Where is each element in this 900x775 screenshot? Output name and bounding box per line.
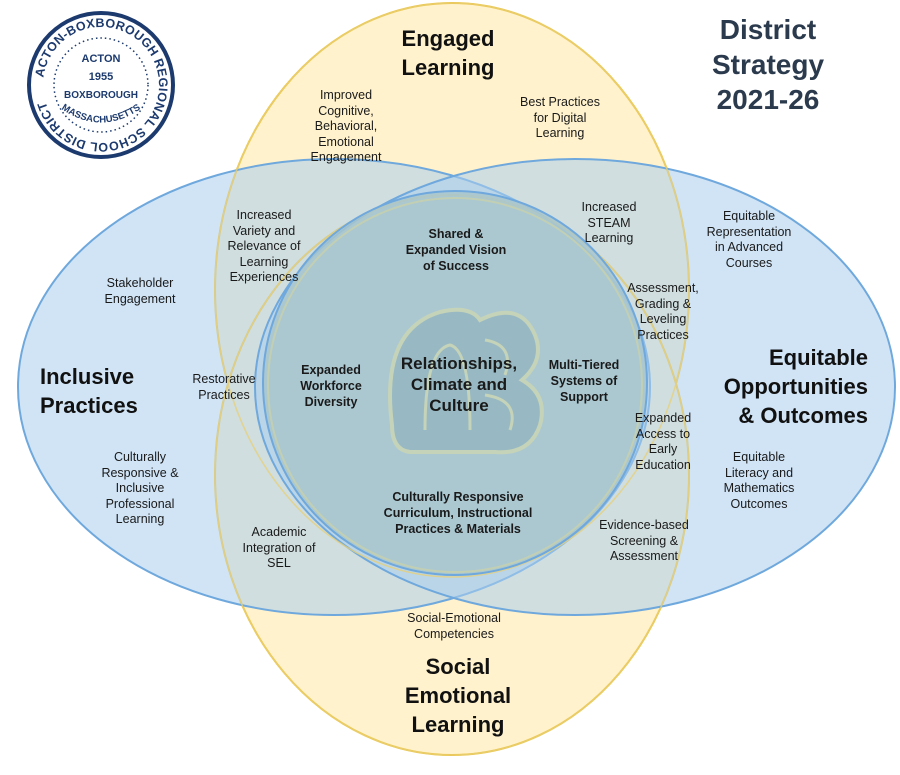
item-steam-learning: Increased STEAM Learning [581, 200, 637, 245]
svg-text:1955: 1955 [89, 71, 113, 83]
heading-social-emotional-learning: Social Emotional Learning [404, 654, 512, 737]
item-sel-competencies: Social-Emotional Competencies [407, 611, 501, 641]
item-assessment-grading: Assessment, Grading & Leveling Practices [627, 281, 699, 342]
item-improved-engagement: Improved Cognitive, Behavioral, Emotiona… [310, 88, 382, 164]
page-title: District Strategy 2021-26 [711, 14, 825, 115]
svg-text:ACTON: ACTON [82, 53, 121, 65]
item-early-education: Expanded Access to Early Education [634, 411, 692, 472]
svg-text:BOXBOROUGH: BOXBOROUGH [64, 90, 138, 101]
item-professional-learning: Culturally Responsive & Inclusive Profes… [101, 450, 179, 526]
heading-inclusive-practices: Inclusive Practices [40, 364, 138, 418]
item-stakeholder-engagement: Stakeholder Engagement [104, 276, 176, 306]
heading-engaged-learning: Engaged Learning [401, 26, 495, 80]
item-advanced-courses: Equitable Representation in Advanced Cou… [706, 209, 792, 270]
ab-logo-icon [388, 307, 544, 455]
item-academic-sel: Academic Integration of SEL [242, 525, 316, 570]
heading-equitable-outcomes: Equitable Opportunities & Outcomes [723, 345, 868, 428]
center-item-multi-tiered-support: Multi-Tiered Systems of Support [548, 358, 620, 404]
item-literacy-math: Equitable Literacy and Mathematics Outco… [723, 450, 795, 511]
item-screening-assessment: Evidence-based Screening & Assessment [599, 518, 689, 563]
center-item-shared-vision: Shared & Expanded Vision of Success [405, 227, 507, 273]
district-seal: ACTON-BOXBOROUGH REGIONAL SCHOOL DISTRIC… [27, 11, 175, 159]
item-restorative-practices: Restorative Practices [192, 372, 256, 402]
item-digital-learning: Best Practices for Digital Learning [520, 95, 600, 140]
center-item-culturally-responsive-curriculum: Culturally Responsive Curriculum, Instru… [383, 490, 533, 536]
center-core-label: Relationships, Climate and Culture [400, 354, 518, 415]
center-item-workforce-diversity: Expanded Workforce Diversity [300, 363, 362, 409]
item-variety-relevance: Increased Variety and Relevance of Learn… [227, 208, 301, 284]
